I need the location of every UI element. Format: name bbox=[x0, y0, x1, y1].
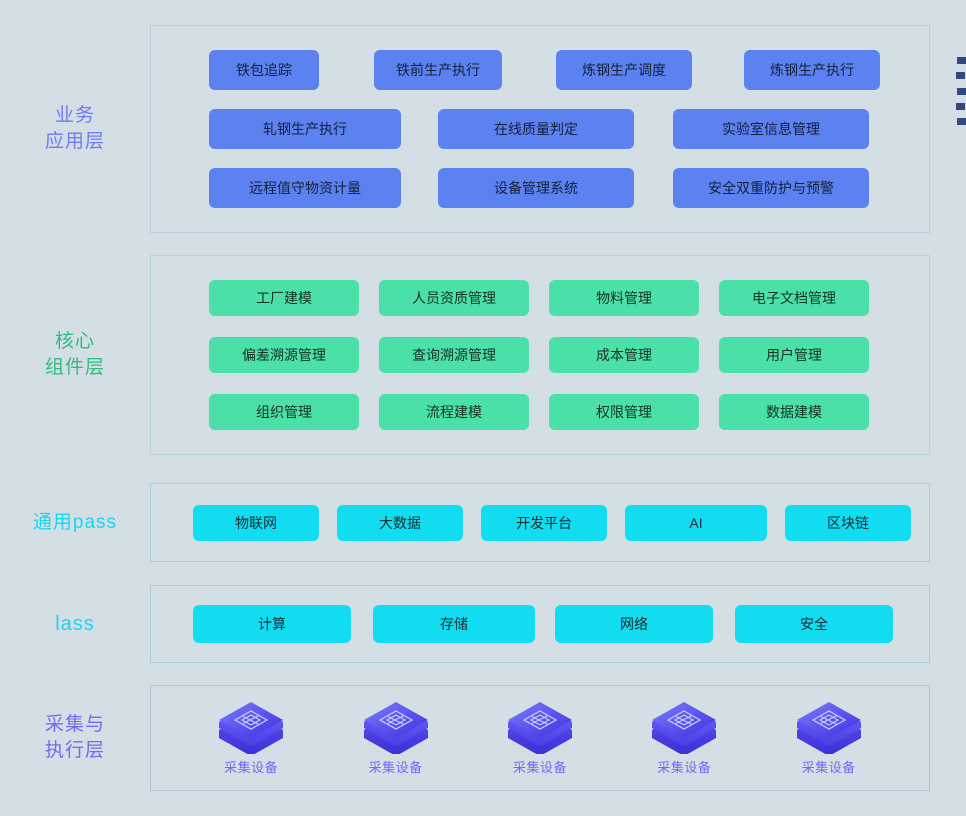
acquisition-device-cube-icon bbox=[504, 700, 576, 756]
layer-label-business-application: 业务 应用层 bbox=[44, 105, 105, 152]
paas-row: 物联网 大数据 开发平台 AI 区块链 bbox=[151, 504, 929, 542]
node-personnel-qualification-management[interactable]: 人员资质管理 bbox=[379, 280, 529, 316]
layer-core-component: 核心 组件层 工厂建模 人员资质管理 物料管理 电子文档管理 偏差溯源管理 查询… bbox=[0, 255, 966, 455]
acquisition-device-cube-icon bbox=[360, 700, 432, 756]
right-edge-marker-dots bbox=[952, 57, 966, 127]
node-factory-modeling[interactable]: 工厂建模 bbox=[209, 280, 359, 316]
node-data-modeling[interactable]: 数据建模 bbox=[719, 394, 869, 430]
layer-business-application: 业务 应用层 铁包追踪 铁前生产执行 炼钢生产调度 炼钢生产执行 轧钢生产执行 … bbox=[0, 25, 966, 233]
node-process-modeling[interactable]: 流程建模 bbox=[379, 394, 529, 430]
node-remote-unattended-material-metering[interactable]: 远程值守物资计量 bbox=[209, 167, 401, 208]
node-cost-management[interactable]: 成本管理 bbox=[549, 337, 699, 373]
device-item[interactable]: 采集设备 bbox=[624, 700, 744, 776]
iaas-row: 计算 存储 网络 安全 bbox=[151, 604, 929, 644]
acquisition-device-cube-icon bbox=[215, 700, 287, 756]
node-organization-management[interactable]: 组织管理 bbox=[209, 394, 359, 430]
marker-dot bbox=[957, 57, 966, 64]
business-row-3: 远程值守物资计量 设备管理系统 安全双重防护与预警 bbox=[151, 167, 929, 208]
panel-business-application: 铁包追踪 铁前生产执行 炼钢生产调度 炼钢生产执行 轧钢生产执行 在线质量判定 … bbox=[150, 25, 930, 233]
marker-dot bbox=[956, 103, 965, 110]
layer-general-paas: 通用pass 物联网 大数据 开发平台 AI 区块链 bbox=[0, 483, 966, 562]
core-row-3: 组织管理 流程建模 权限管理 数据建模 bbox=[151, 392, 929, 432]
node-security[interactable]: 安全 bbox=[735, 605, 893, 643]
node-permission-management[interactable]: 权限管理 bbox=[549, 394, 699, 430]
device-item[interactable]: 采集设备 bbox=[769, 700, 889, 776]
node-deviation-traceability-management[interactable]: 偏差溯源管理 bbox=[209, 337, 359, 373]
node-big-data[interactable]: 大数据 bbox=[337, 504, 463, 541]
core-row-1: 工厂建模 人员资质管理 物料管理 电子文档管理 bbox=[151, 278, 929, 318]
panel-iaas: 计算 存储 网络 安全 bbox=[150, 585, 930, 663]
device-label: 采集设备 bbox=[657, 760, 712, 775]
acquisition-device-row: 采集设备 采集设备 bbox=[151, 686, 929, 790]
node-iot[interactable]: 物联网 bbox=[193, 504, 319, 541]
device-label: 采集设备 bbox=[801, 760, 856, 775]
marker-dot bbox=[957, 88, 966, 95]
device-item[interactable]: 采集设备 bbox=[336, 700, 456, 776]
layer-iaas: lass 计算 存储 网络 安全 bbox=[0, 585, 966, 663]
node-storage[interactable]: 存储 bbox=[373, 605, 535, 643]
device-item[interactable]: 采集设备 bbox=[191, 700, 311, 776]
node-steelmaking-production-execution[interactable]: 炼钢生产执行 bbox=[744, 50, 880, 91]
node-iron-ladle-tracking[interactable]: 铁包追踪 bbox=[209, 50, 319, 91]
node-ai[interactable]: AI bbox=[625, 504, 767, 541]
layer-label-iaas: lass bbox=[55, 612, 95, 635]
node-electronic-document-management[interactable]: 电子文档管理 bbox=[719, 280, 869, 316]
node-blockchain[interactable]: 区块链 bbox=[785, 504, 911, 541]
layer-acquisition-execution: 采集与 执行层 bbox=[0, 685, 966, 791]
device-label: 采集设备 bbox=[224, 760, 279, 775]
marker-dot bbox=[956, 72, 965, 79]
node-safety-dual-prevention-and-warning[interactable]: 安全双重防护与预警 bbox=[673, 167, 869, 208]
node-compute[interactable]: 计算 bbox=[193, 605, 351, 643]
panel-acquisition-execution: 采集设备 采集设备 bbox=[150, 685, 930, 791]
device-item[interactable]: 采集设备 bbox=[480, 700, 600, 776]
panel-general-paas: 物联网 大数据 开发平台 AI 区块链 bbox=[150, 483, 930, 562]
layer-label-acquisition-execution: 采集与 执行层 bbox=[44, 714, 105, 761]
node-query-traceability-management[interactable]: 查询溯源管理 bbox=[379, 337, 529, 373]
layer-label-core-component: 核心 组件层 bbox=[44, 331, 105, 378]
node-rolling-production-execution[interactable]: 轧钢生产执行 bbox=[209, 109, 401, 149]
node-ironmaking-production-execution[interactable]: 铁前生产执行 bbox=[374, 50, 502, 91]
node-network[interactable]: 网络 bbox=[555, 605, 713, 643]
node-steelmaking-production-scheduling[interactable]: 炼钢生产调度 bbox=[556, 50, 692, 91]
node-development-platform[interactable]: 开发平台 bbox=[481, 504, 607, 541]
core-row-2: 偏差溯源管理 查询溯源管理 成本管理 用户管理 bbox=[151, 335, 929, 375]
business-row-2: 轧钢生产执行 在线质量判定 实验室信息管理 bbox=[151, 109, 929, 150]
acquisition-device-cube-icon bbox=[793, 700, 865, 756]
node-online-quality-judgement[interactable]: 在线质量判定 bbox=[438, 109, 634, 149]
node-laboratory-information-management[interactable]: 实验室信息管理 bbox=[673, 109, 869, 149]
device-label: 采集设备 bbox=[368, 760, 423, 775]
acquisition-device-cube-icon bbox=[648, 700, 720, 756]
device-label: 采集设备 bbox=[512, 760, 567, 775]
layer-label-general-paas: 通用pass bbox=[32, 511, 118, 533]
node-equipment-management-system[interactable]: 设备管理系统 bbox=[438, 167, 634, 208]
node-material-management[interactable]: 物料管理 bbox=[549, 280, 699, 316]
node-user-management[interactable]: 用户管理 bbox=[719, 337, 869, 373]
business-row-1: 铁包追踪 铁前生产执行 炼钢生产调度 炼钢生产执行 bbox=[151, 50, 929, 91]
panel-core-component: 工厂建模 人员资质管理 物料管理 电子文档管理 偏差溯源管理 查询溯源管理 成本… bbox=[150, 255, 930, 455]
marker-dot bbox=[957, 118, 966, 125]
